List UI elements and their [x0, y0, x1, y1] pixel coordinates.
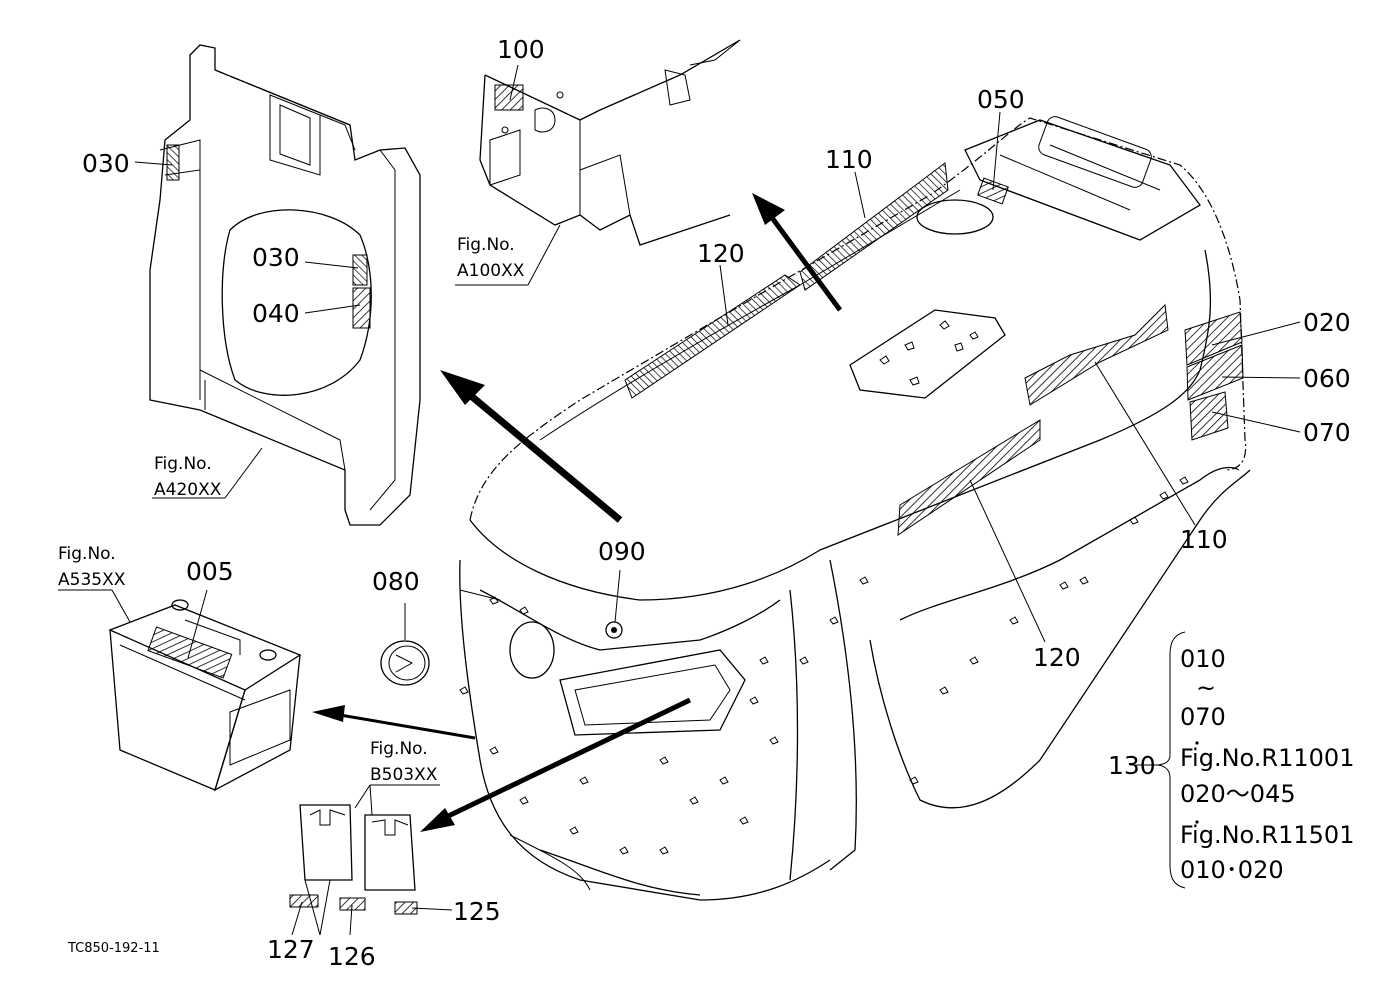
figref-b503-line1: Fig.No.: [370, 739, 428, 759]
side-panel-assembly: [149, 44, 421, 526]
callout-090: 090: [598, 537, 646, 566]
callout-labels: 100 050 110 120 030 030 040 020 060 070 …: [82, 35, 1351, 971]
note-line-4: Fig.No.R11001: [1180, 744, 1354, 772]
callout-020: 020: [1303, 308, 1351, 337]
note-line-2: ~: [1196, 674, 1216, 702]
figref-a100-line1: Fig.No.: [457, 235, 515, 255]
callout-080: 080: [372, 567, 420, 596]
callout-030-outer: 030: [82, 149, 130, 178]
figref-a535-line1: Fig.No.: [58, 544, 116, 564]
callout-030-inner: 030: [252, 243, 300, 272]
cabin-body: [380, 116, 1251, 901]
callout-100: 100: [497, 35, 545, 64]
battery: [108, 599, 302, 792]
dash-panel-assembly: [479, 39, 741, 246]
callout-120-top: 120: [697, 239, 745, 268]
figref-a100-line2: A100XX: [457, 261, 525, 281]
callout-120-side: 120: [1033, 643, 1081, 672]
callout-060: 060: [1303, 364, 1351, 393]
callout-040: 040: [252, 299, 300, 328]
figref-a420-line1: Fig.No.: [154, 454, 212, 474]
callout-070: 070: [1303, 418, 1351, 447]
drawing-code: TC850-192-11: [67, 941, 160, 956]
note-line-1: 010: [1180, 645, 1226, 673]
callout-005: 005: [186, 557, 234, 586]
callout-050: 050: [977, 85, 1025, 114]
arrow-head: [752, 193, 785, 225]
callout-127: 127: [267, 935, 315, 964]
callout-125: 125: [453, 897, 501, 926]
note-line-6: Fig.No.R11501: [1180, 821, 1354, 849]
figref-b503-line2: B503XX: [370, 765, 438, 785]
note-line-3: 070: [1180, 703, 1226, 731]
leader-lines: [58, 64, 1301, 936]
callout-110-top: 110: [825, 145, 873, 174]
callout-126: 126: [328, 942, 376, 971]
callout-110-side: 110: [1180, 525, 1228, 554]
figure-references: Fig.No. A100XX Fig.No. A420XX Fig.No. A5…: [58, 235, 525, 785]
figref-a535-line2: A535XX: [58, 570, 126, 590]
note-line-7: 010･020: [1180, 856, 1284, 884]
arrow-head: [312, 705, 345, 722]
callout-130: 130: [1108, 751, 1156, 780]
relay-parts: [289, 804, 418, 936]
direction-arrows: [312, 193, 843, 832]
arrow-head: [420, 808, 455, 832]
bracket-note: 010 ~ 070 Fig.No.R11001 020～045 Fig.No.R…: [1180, 645, 1354, 884]
figref-a420-line2: A420XX: [154, 480, 222, 500]
note-line-5: 020～045: [1180, 780, 1296, 808]
arrow-head: [440, 370, 485, 405]
note-bracket: [1130, 631, 1199, 889]
